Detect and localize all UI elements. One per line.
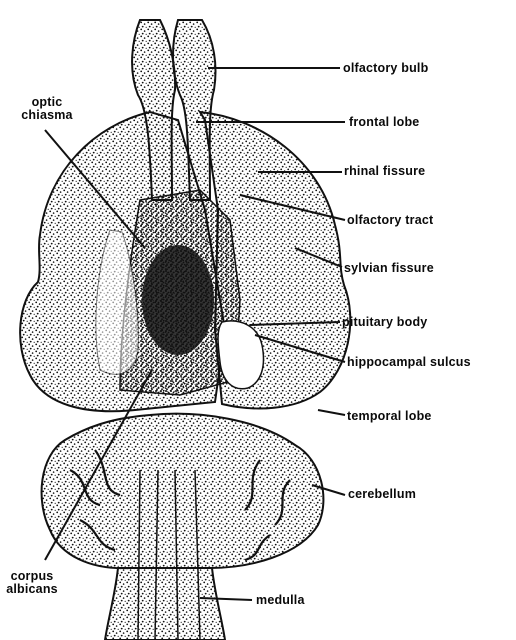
medulla-shape <box>105 568 225 640</box>
label-optic-chiasma: optic chiasma <box>12 96 82 122</box>
label-frontal-lobe: frontal lobe <box>349 116 419 129</box>
label-olfactory-bulb: olfactory bulb <box>343 62 428 75</box>
label-temporal-lobe: temporal lobe <box>347 410 432 423</box>
label-rhinal-fissure: rhinal fissure <box>344 165 425 178</box>
dark-core <box>142 245 214 355</box>
label-pituitary-body: pituitary body <box>342 316 427 329</box>
label-hippocampal-sulcus: hippocampal sulcus <box>347 356 471 369</box>
label-medulla: medulla <box>256 594 305 607</box>
label-corpus-albicans: corpus albicans <box>0 570 64 596</box>
label-corpus-albicans-line2: albicans <box>0 583 64 596</box>
label-cerebellum: cerebellum <box>348 488 416 501</box>
label-olfactory-tract: olfactory tract <box>347 214 433 227</box>
label-sylvian-fissure: sylvian fissure <box>344 262 434 275</box>
label-optic-chiasma-line2: chiasma <box>12 109 82 122</box>
